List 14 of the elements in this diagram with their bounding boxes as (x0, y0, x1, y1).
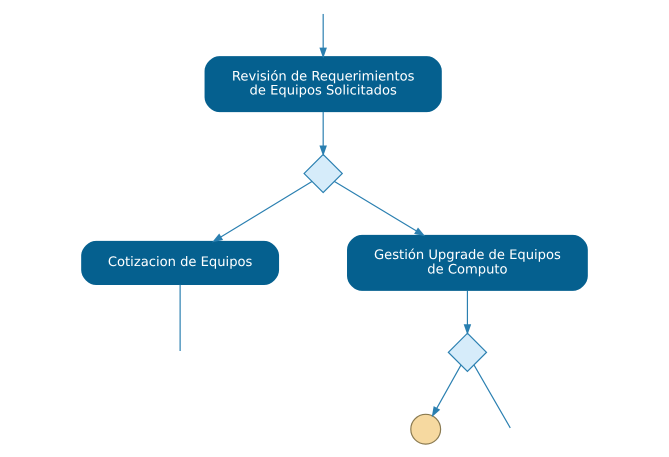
arrow (319, 14, 327, 58)
connector (180, 284, 181, 351)
node-box: Revisión de Requerimientos de Equipos Solicitados (204, 56, 442, 112)
arrow (334, 181, 426, 236)
arrow (319, 112, 327, 156)
node-circle (410, 414, 442, 445)
node-box: Gestión Upgrade de Equipos de Computo (347, 234, 588, 291)
node-diamond (448, 332, 488, 372)
connector (474, 364, 511, 428)
node-box: Cotizacion de Equipos (81, 240, 280, 285)
arrow (432, 364, 462, 418)
arrow (212, 181, 312, 242)
node-diamond (303, 154, 344, 194)
arrow (464, 290, 472, 336)
